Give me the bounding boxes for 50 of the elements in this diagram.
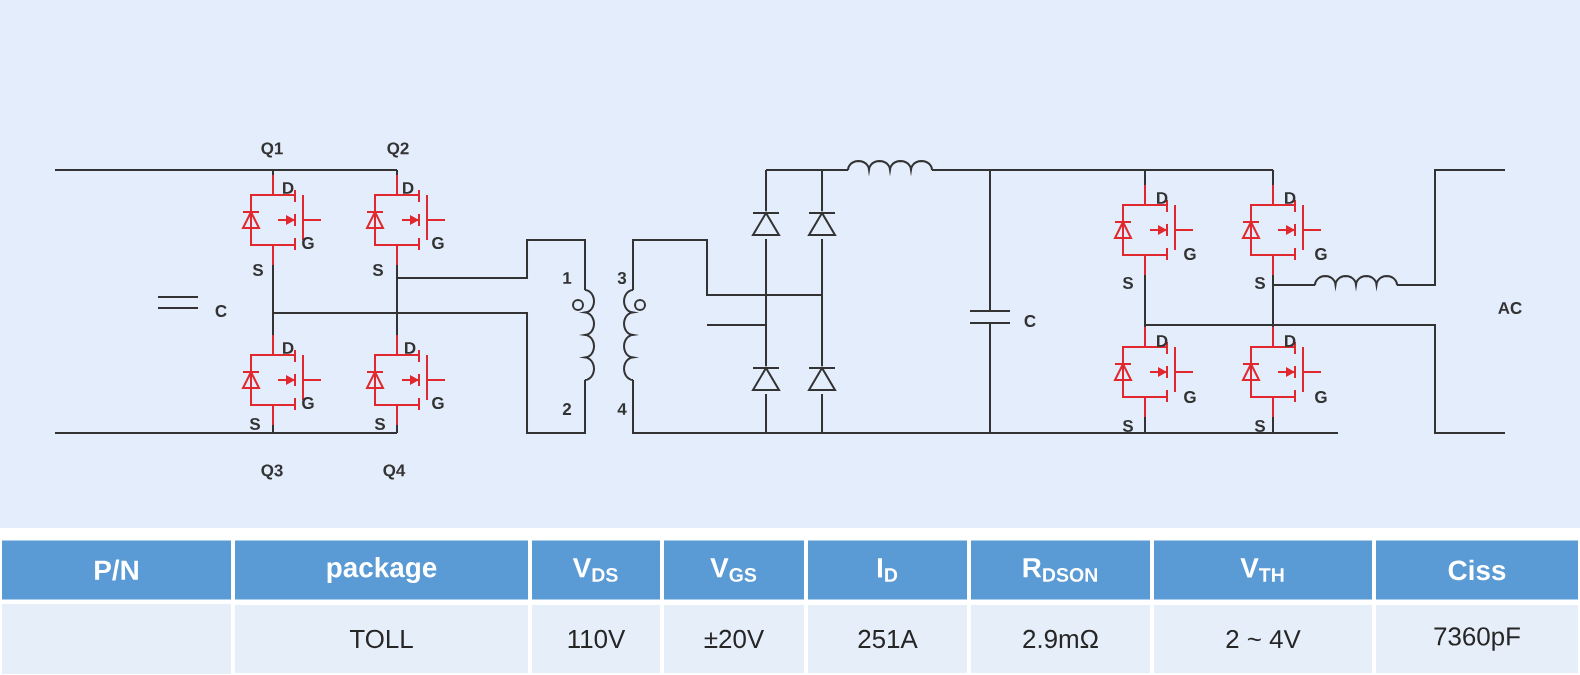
pin-label: 4 [617, 403, 627, 415]
pin-label: S [372, 264, 383, 276]
table-cell: 251A [808, 605, 967, 673]
header-cell: P/N [2, 540, 231, 600]
table-cell: 2 ~ 4V [1154, 605, 1372, 673]
pin-label: S [1122, 277, 1133, 289]
pin-label: G [1184, 248, 1196, 260]
pin-label: D [283, 182, 294, 194]
header-cell: V$_{TH}$ [1154, 540, 1372, 600]
pin-label: D [1157, 192, 1168, 204]
pin-label: 1 [563, 272, 572, 284]
pin-label: S [1122, 420, 1133, 432]
pin-label: G [1315, 391, 1327, 403]
pin-label: S [374, 418, 385, 430]
pin-label: S [252, 264, 263, 276]
header-cell: V$_{GS}$ [664, 540, 804, 600]
pin-label: S [249, 418, 260, 430]
pin-label: C [215, 305, 227, 317]
table-cell: 110V [532, 605, 660, 673]
pin-label: G [1184, 391, 1196, 403]
pin-label: Q2 [387, 142, 409, 158]
pin-label: Q4 [383, 464, 406, 480]
pin-label: G [432, 237, 444, 249]
pin-label: Q1 [261, 142, 283, 158]
table-cell: 7360pF [1376, 605, 1578, 673]
pin-label: G [302, 237, 314, 249]
pin-label: D [1285, 192, 1296, 204]
pin-label: G [302, 397, 314, 409]
pin-label: Q3 [261, 464, 283, 480]
pin-label: G [432, 397, 444, 409]
pin-label: G [1315, 248, 1327, 260]
pin-label: D [283, 342, 294, 354]
pin-label: D [403, 182, 414, 194]
header-cell: package [235, 540, 528, 600]
pin-label: AC [1498, 302, 1522, 314]
pin-label: 2 [562, 403, 572, 415]
pin-label: S [1254, 420, 1265, 432]
pin-label: C [1024, 315, 1036, 327]
pin-label: D [405, 342, 416, 354]
header-cell: V$_{DS}$ [532, 540, 660, 600]
table-cell: 2.9mΩ [971, 605, 1150, 673]
pin-label: D [1157, 335, 1168, 347]
header-cell: R$_{DSON}$ [971, 540, 1150, 600]
pin-label: D [1285, 335, 1296, 347]
table-cell: ±20V [664, 605, 804, 673]
pin-label: 3 [617, 272, 627, 284]
pin-label: S [1254, 277, 1265, 289]
header-cell: Ciss [1376, 540, 1578, 600]
table-cell: TOLL [235, 605, 528, 673]
header-cell: I$_{D}$ [808, 540, 967, 600]
